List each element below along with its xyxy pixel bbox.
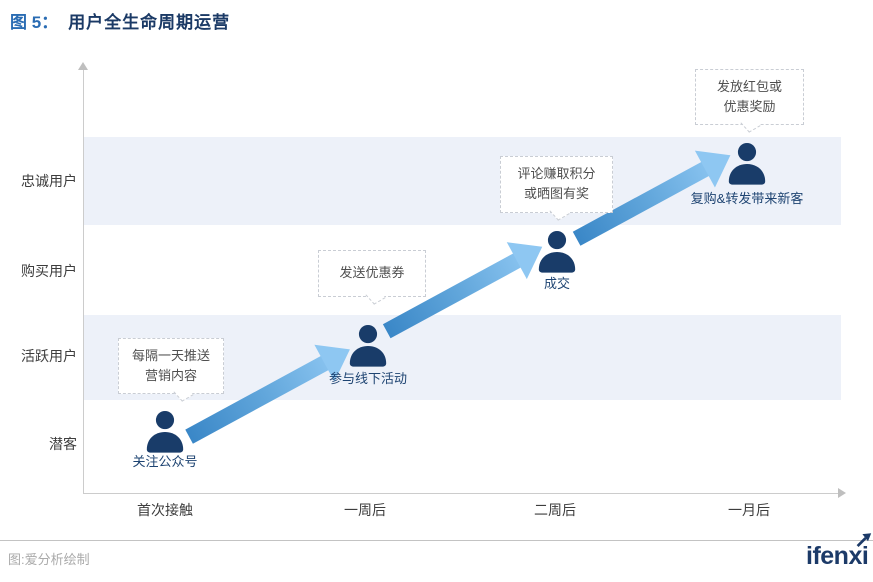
ifenxi-logo: ifenxi xyxy=(806,533,872,571)
y-label-prospect: 潜客 xyxy=(49,436,77,452)
x-label-first-contact: 首次接触 xyxy=(137,502,193,518)
figure-title-text: 用户全生命周期运营 xyxy=(68,13,231,32)
person-icon-buyer xyxy=(534,230,580,274)
x-label-two-weeks: 二周后 xyxy=(534,502,576,518)
y-axis-arrow-icon xyxy=(78,62,88,70)
stage-label-offline-event: 参与线下活动 xyxy=(328,371,407,386)
x-axis-line xyxy=(83,493,839,494)
ifenxi-logo-text: ifenxi xyxy=(806,542,869,570)
y-label-buyer: 购买用户 xyxy=(21,263,77,279)
stage-label-repurchase-referral: 复购&转发带来新客 xyxy=(690,191,804,206)
bubble-line: 优惠奖励 xyxy=(723,99,776,114)
bubble-red-packet: 发放红包或 优惠奖励 xyxy=(695,69,804,133)
figure-number: 图 5： xyxy=(10,13,59,32)
footer-divider xyxy=(0,540,873,541)
bubble-send-coupon: 发送优惠券 xyxy=(318,250,426,305)
figure-title: 图 5： 用户全生命周期运营 xyxy=(10,8,230,33)
x-label-one-week: 一周后 xyxy=(344,502,386,518)
source-credit: 图:爱分析绘制 xyxy=(8,552,90,567)
logo-arrow-icon xyxy=(856,533,872,548)
person-icon-prospect xyxy=(142,410,188,454)
bubble-push-marketing: 每隔一天推送 营销内容 xyxy=(118,338,224,402)
person-icon-active xyxy=(345,324,391,368)
bubble-line: 营销内容 xyxy=(144,368,197,383)
band-loyal-users xyxy=(84,137,841,225)
y-label-loyal: 忠诚用户 xyxy=(21,173,77,189)
y-axis-line xyxy=(83,70,84,493)
bubble-tail xyxy=(365,288,386,305)
bubble-line: 评论赚取积分 xyxy=(517,166,596,181)
x-axis-arrow-icon xyxy=(838,488,846,498)
bubble-line: 每隔一天推送 xyxy=(131,348,210,363)
stage-label-deal: 成交 xyxy=(543,276,570,291)
stage-label-follow-account: 关注公众号 xyxy=(132,454,198,469)
bubble-line: 或晒图有奖 xyxy=(523,186,589,201)
bubble-line: 发送优惠券 xyxy=(339,265,405,280)
bubble-review-points: 评论赚取积分 或晒图有奖 xyxy=(500,156,613,221)
y-label-active: 活跃用户 xyxy=(21,348,77,364)
x-label-one-month: 一月后 xyxy=(728,502,770,518)
person-icon-loyal xyxy=(724,142,770,186)
bubble-line: 发放红包或 xyxy=(716,79,782,94)
bubble-tail xyxy=(740,116,761,133)
